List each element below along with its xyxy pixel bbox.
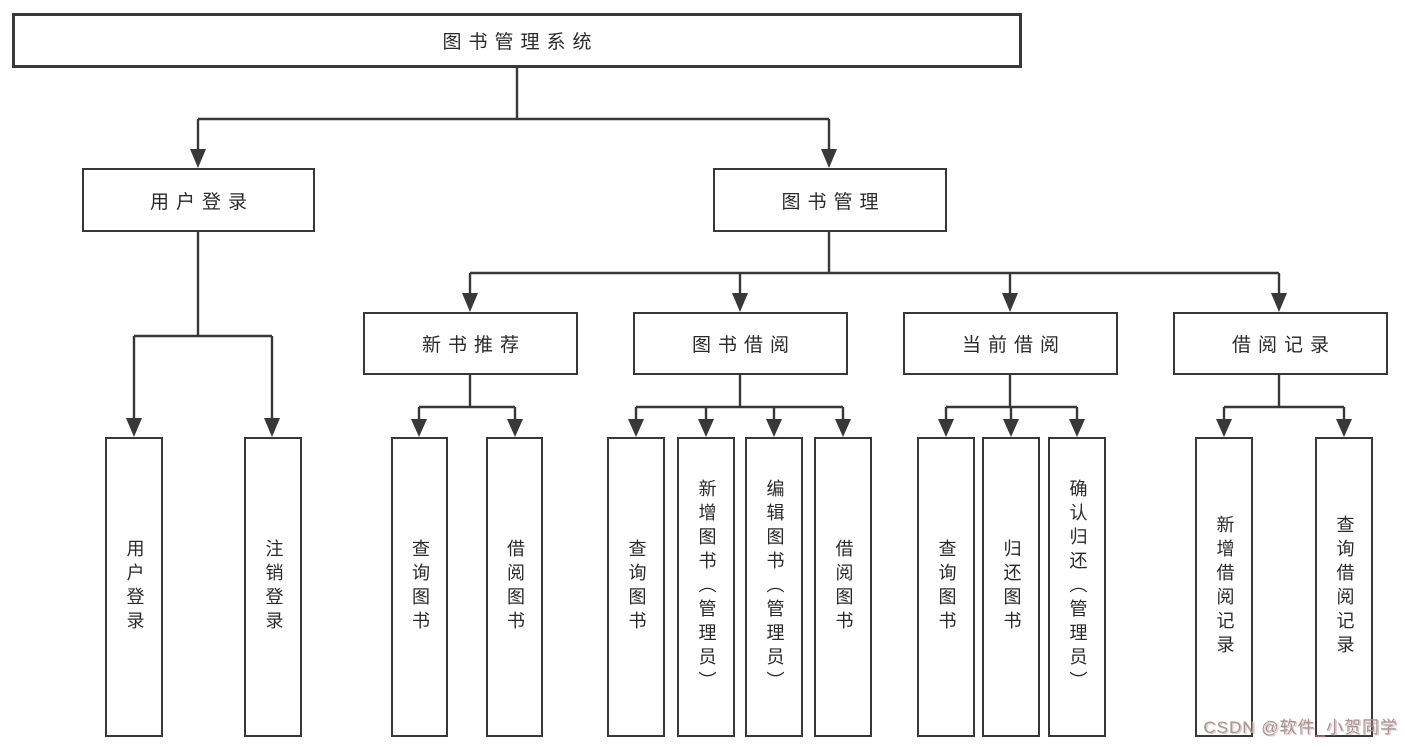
connector-book-mgmt-to-level3 [462, 232, 1287, 312]
leaf-query-book-1: 查询图书 [391, 437, 448, 737]
leaf-query-book-2: 查询图书 [607, 437, 665, 737]
node-label: 新增图书（管理员） [696, 479, 717, 695]
leaf-borrow-book-2: 借阅图书 [814, 437, 872, 737]
node-label: 图书管理 [781, 191, 886, 213]
node-label: 查询借阅记录 [1334, 515, 1355, 659]
leaf-logout: 注销登录 [244, 437, 302, 737]
leaf-query-borrow-record: 查询借阅记录 [1315, 437, 1373, 737]
leaf-return-book: 归还图书 [982, 437, 1040, 737]
node-label: 图书借阅 [691, 335, 796, 356]
leaf-confirm-return-admin: 确认归还（管理员） [1048, 437, 1106, 737]
node-label: 当前借阅 [961, 335, 1066, 356]
node-label: 查询图书 [626, 539, 647, 635]
node-label: 新书推荐 [421, 335, 526, 356]
node-label: 图书管理系统 [442, 32, 599, 53]
node-new-book-rec: 新书推荐 [363, 312, 578, 375]
node-label: 借阅图书 [504, 539, 525, 635]
node-label: 借阅记录 [1231, 335, 1336, 356]
connector-root-to-level1 [190, 68, 837, 168]
node-current-borrow: 当前借阅 [903, 312, 1118, 375]
connector-current-borrow-to-leaves [938, 375, 1085, 437]
node-label: 确认归还（管理员） [1067, 479, 1088, 695]
node-label: 查询图书 [936, 539, 957, 635]
csdn-watermark: CSDN @软件_小贺同学 [1203, 718, 1398, 737]
connector-borrow-records-to-leaves [1216, 375, 1352, 437]
connector-book-borrow-to-leaves [628, 375, 851, 437]
leaf-query-book-3: 查询图书 [917, 437, 975, 737]
leaf-add-borrow-record: 新增借阅记录 [1195, 437, 1253, 737]
node-book-mgmt: 图书管理 [713, 168, 947, 232]
leaf-add-book-admin: 新增图书（管理员） [677, 437, 735, 737]
node-user-login: 用户登录 [82, 168, 315, 232]
leaf-user-login: 用户登录 [105, 437, 163, 737]
leaf-edit-book-admin: 编辑图书（管理员） [745, 437, 803, 737]
node-label: 新增借阅记录 [1214, 515, 1235, 659]
node-label: 用户登录 [124, 539, 145, 635]
connector-new-book-rec-to-leaves [411, 375, 523, 437]
node-label: 查询图书 [409, 539, 430, 635]
node-label: 归还图书 [1001, 539, 1022, 635]
leaf-borrow-book-1: 借阅图书 [486, 437, 543, 737]
connector-user-login-to-leaves [126, 232, 280, 437]
node-label: 编辑图书（管理员） [764, 479, 785, 695]
node-borrow-records: 借阅记录 [1173, 312, 1388, 375]
node-label: 注销登录 [263, 539, 284, 635]
node-label: 用户登录 [149, 191, 254, 213]
node-book-borrow: 图书借阅 [633, 312, 848, 375]
node-root: 图书管理系统 [12, 13, 1022, 68]
node-label: 借阅图书 [833, 539, 854, 635]
